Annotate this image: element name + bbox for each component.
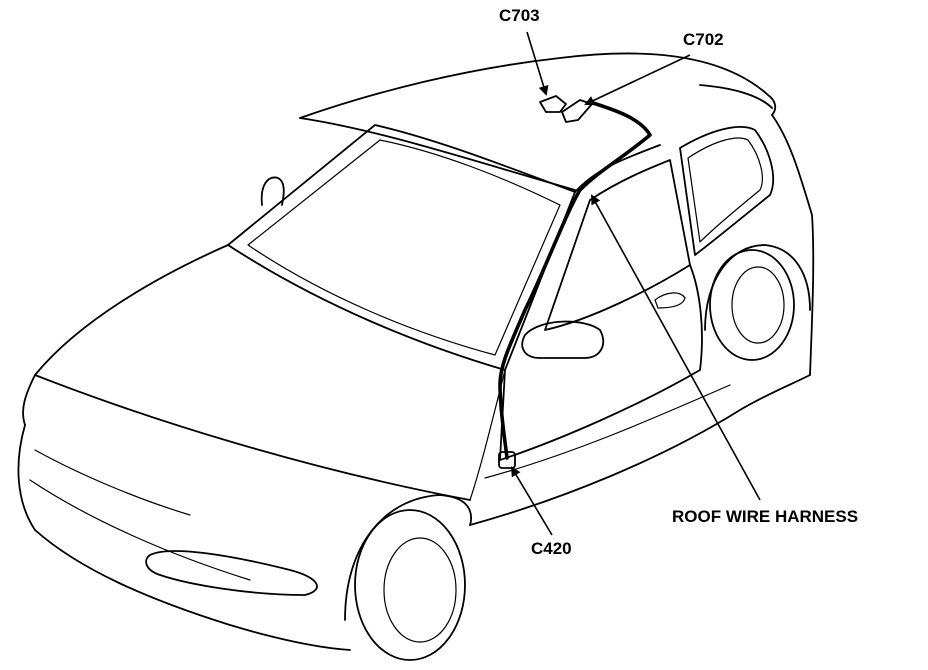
car-roof-outline: [299, 52, 777, 119]
rear-wheel-arch: [704, 244, 811, 331]
front-bumper-lower: [29, 479, 251, 581]
harness-routing: [498, 95, 652, 469]
label-c702: C702: [683, 30, 724, 49]
windshield-outer: [227, 124, 576, 371]
front-wheel-hub: [383, 537, 457, 643]
leader-harness: [591, 194, 761, 501]
front-wheel-arch: [344, 494, 473, 621]
connector-c703: [539, 95, 567, 113]
car-illustration: [17, 52, 815, 661]
label-c703: C703: [499, 6, 540, 25]
car-roof-rear-spoiler: [699, 84, 773, 109]
leader-c420: [510, 466, 553, 536]
callout-labels: C703 C702 C420 ROOF WIRE HARNESS: [499, 6, 858, 558]
front-bumper: [17, 424, 351, 651]
connector-c702: [561, 99, 593, 123]
rear-quarter-window-inner: [687, 137, 763, 243]
leader-lines: [510, 31, 761, 536]
connector-c420: [498, 451, 516, 469]
front-wheel: [354, 509, 466, 661]
car-hood: [22, 244, 229, 426]
headlight: [145, 550, 318, 596]
rear-quarter-window: [679, 126, 774, 256]
hood-front-edge: [34, 374, 471, 501]
leader-c702: [584, 54, 691, 106]
rear-wheel: [709, 249, 795, 361]
side-sill: [469, 374, 811, 526]
label-c420: C420: [531, 539, 572, 558]
door-handle: [654, 292, 686, 309]
side-mirror-left: [260, 176, 285, 206]
windshield-top-edge: [299, 117, 576, 191]
door-outline: [499, 264, 703, 461]
roof-wire-harness-line: [498, 100, 652, 460]
door-window: [544, 159, 691, 331]
rear-wheel-hub: [731, 266, 785, 344]
label-roof-wire-harness: ROOF WIRE HARNESS: [672, 507, 858, 526]
side-sill-line: [484, 384, 731, 479]
rear-body: [771, 114, 815, 376]
front-grille: [34, 449, 191, 516]
leader-c703: [526, 31, 549, 96]
windshield-inner: [247, 139, 561, 356]
side-mirror-right: [521, 320, 605, 359]
